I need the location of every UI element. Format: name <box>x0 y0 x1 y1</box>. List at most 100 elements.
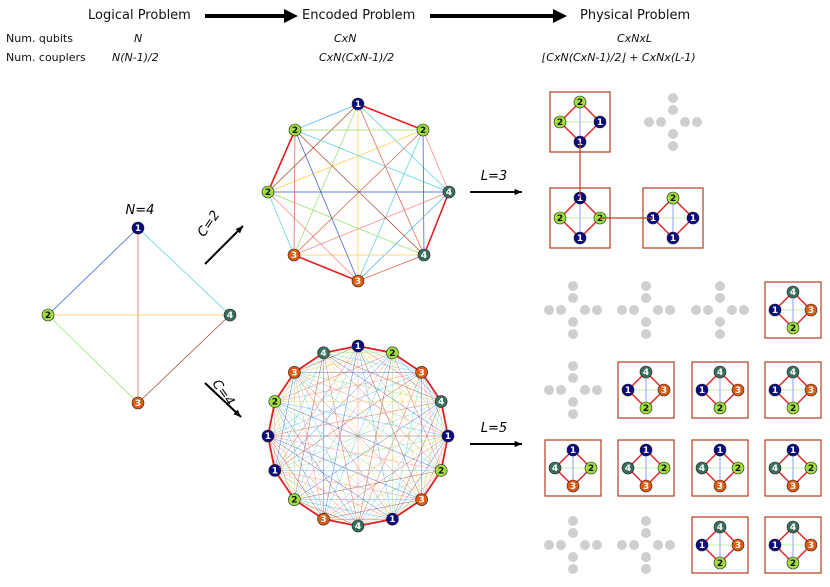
qubit-node <box>786 520 800 534</box>
qubit-node <box>441 429 455 443</box>
qubit-node-label: 1 <box>625 386 631 396</box>
header-physical: Physical Problem <box>580 8 691 23</box>
qubit-node <box>131 396 145 410</box>
empty-site <box>629 305 639 315</box>
coupler-edge <box>274 372 422 471</box>
qubit-node <box>657 383 671 397</box>
empty-site <box>653 540 663 550</box>
qubit-node-label: 3 <box>661 386 667 396</box>
arrowhead-logical-encoded <box>284 9 298 23</box>
physical-qubits: CxNxL <box>617 32 653 45</box>
qubit-node-label: 2 <box>265 188 271 198</box>
encoded-qubits: CxN <box>334 32 357 45</box>
empty-site <box>727 305 737 315</box>
coupler-edge <box>357 129 424 282</box>
empty-site <box>592 540 602 550</box>
qubit-node-label: 1 <box>670 234 676 244</box>
empty-site <box>665 540 675 550</box>
qubit-node <box>566 479 580 493</box>
qubit-node <box>288 366 301 379</box>
qubit-node-label: 1 <box>772 541 778 551</box>
qubit-node <box>442 185 456 199</box>
qubit-node-label: 3 <box>419 496 425 506</box>
coupler-edge <box>294 129 425 256</box>
qubit-node-label: 1 <box>577 234 583 244</box>
chain-edge <box>267 129 296 193</box>
empty-site <box>568 329 578 339</box>
qubit-node-label: 3 <box>291 368 297 378</box>
qubit-node <box>713 365 727 379</box>
cell-box <box>764 361 822 419</box>
qubit-node <box>288 493 301 506</box>
coupler-edge <box>274 372 295 471</box>
qubit-node-label: 2 <box>389 349 395 359</box>
qubit-node-label: 1 <box>699 386 705 396</box>
qubit-node <box>786 401 800 415</box>
coupler-edge <box>357 103 425 256</box>
qubit-node-label: 4 <box>717 523 723 533</box>
coupler-edge <box>137 314 231 404</box>
cell-box <box>764 439 822 497</box>
qubit-node-label: 1 <box>135 224 141 234</box>
qubit-node-label: 1 <box>790 446 796 456</box>
qubit-node <box>639 401 653 415</box>
coupler-edge <box>357 345 393 520</box>
coupler-edge <box>267 372 295 437</box>
coupler-edge <box>357 191 450 282</box>
empty-site <box>556 540 566 550</box>
qubit-node-label: 4 <box>446 188 452 198</box>
qubit-node <box>686 211 700 225</box>
coupler-edge <box>323 345 359 520</box>
arrow-encoded-physical <box>430 14 555 18</box>
coupler-edge <box>323 499 422 520</box>
couplers-label: Num. couplers <box>6 51 86 64</box>
coupler-edge <box>274 401 422 500</box>
qubit-node <box>786 285 800 299</box>
qubit-node <box>268 464 282 477</box>
qubit-node <box>786 556 800 570</box>
coupler-edge <box>357 254 425 282</box>
qubit-node-label: 2 <box>735 464 741 474</box>
empty-site <box>715 329 725 339</box>
coupler-edge <box>357 103 450 193</box>
coupler-edge <box>274 401 449 437</box>
qubit-node <box>268 395 282 408</box>
qubit-node-label: 1 <box>265 432 271 442</box>
qubit-node-label: 1 <box>445 432 451 442</box>
empty-site <box>641 552 651 562</box>
qubit-node-label: 1 <box>577 194 583 204</box>
qubit-node <box>621 461 635 475</box>
coupler-edge <box>294 352 393 500</box>
qubit-node <box>786 321 800 335</box>
empty-site <box>668 93 678 103</box>
qubit-node-label: 3 <box>320 515 326 525</box>
chain-edge <box>357 103 424 131</box>
qubit-node <box>434 464 448 477</box>
qubit-node <box>317 512 330 526</box>
qubit-node <box>786 365 800 379</box>
qubit-node-label: 1 <box>597 118 603 128</box>
qubit-node-label: 2 <box>272 398 278 408</box>
coupler-edge <box>421 401 442 500</box>
empty-site <box>715 281 725 291</box>
qubit-node <box>261 429 275 443</box>
label-l3: L=3 <box>481 169 507 184</box>
cell-box <box>691 439 749 497</box>
qubit-node <box>731 538 745 552</box>
label-c2: C=2 <box>195 208 223 240</box>
qubit-node <box>553 211 567 225</box>
empty-site <box>544 540 554 550</box>
coupler-edge <box>274 470 324 520</box>
coupler-edge <box>323 352 359 527</box>
cell-box <box>764 281 822 339</box>
qubit-node-label: 1 <box>772 306 778 316</box>
qubit-node <box>317 346 330 360</box>
empty-site <box>641 329 651 339</box>
logical-qubits: N <box>134 32 143 45</box>
qubit-node-label: 1 <box>699 541 705 551</box>
empty-site <box>592 385 602 395</box>
empty-site <box>568 516 578 526</box>
coupler-edge <box>274 401 359 527</box>
chain-edge <box>423 191 450 256</box>
coupler-edge <box>137 227 231 316</box>
